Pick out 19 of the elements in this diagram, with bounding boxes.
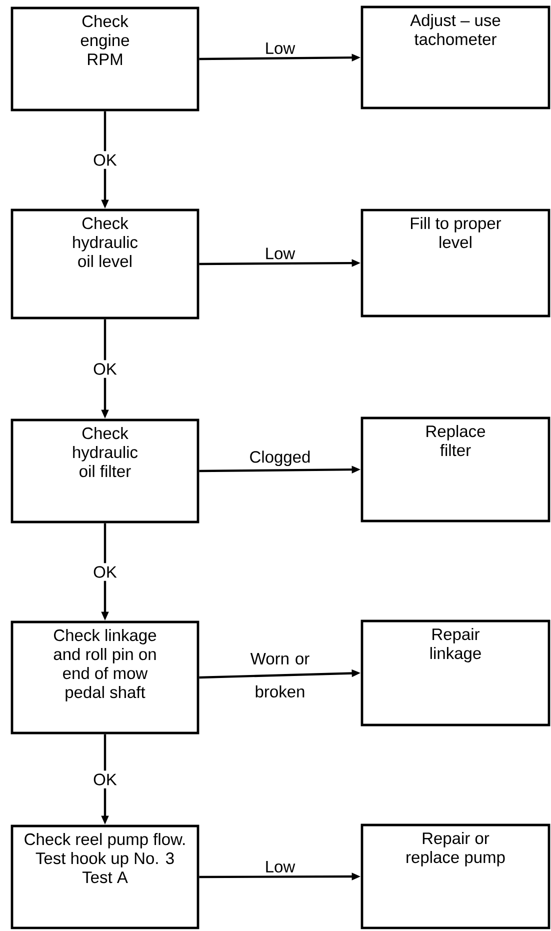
edge-label: Low (266, 42, 296, 54)
edge-label: OK (90, 563, 120, 581)
edge-label: OK (90, 770, 120, 788)
action-box: Fill to proper level (360, 208, 550, 318)
action-box: Repair linkage (360, 620, 550, 726)
process-box: Check reel pump flow. Test hook up No. 3 Test A (10, 824, 200, 930)
edge-label: Worn or broken (250, 652, 310, 698)
edge-label: Low (266, 248, 296, 260)
process-box: Check linkage and roll pin on end of mow pedal shaft (10, 620, 200, 734)
edge-label: Low (266, 861, 296, 873)
edge-label: OK (90, 360, 120, 378)
edge-label: OK (90, 151, 120, 169)
action-box: Repair or replace pump (360, 824, 550, 930)
process-box: Check engine RPM (10, 6, 200, 112)
action-box: Replace filter (360, 416, 550, 522)
action-box: Adjust – use tachometer (360, 6, 550, 110)
process-box: Check hydraulic oil filter (10, 418, 200, 524)
edge-label: Clogged (250, 450, 310, 466)
process-box: Check hydraulic oil level (10, 208, 200, 320)
